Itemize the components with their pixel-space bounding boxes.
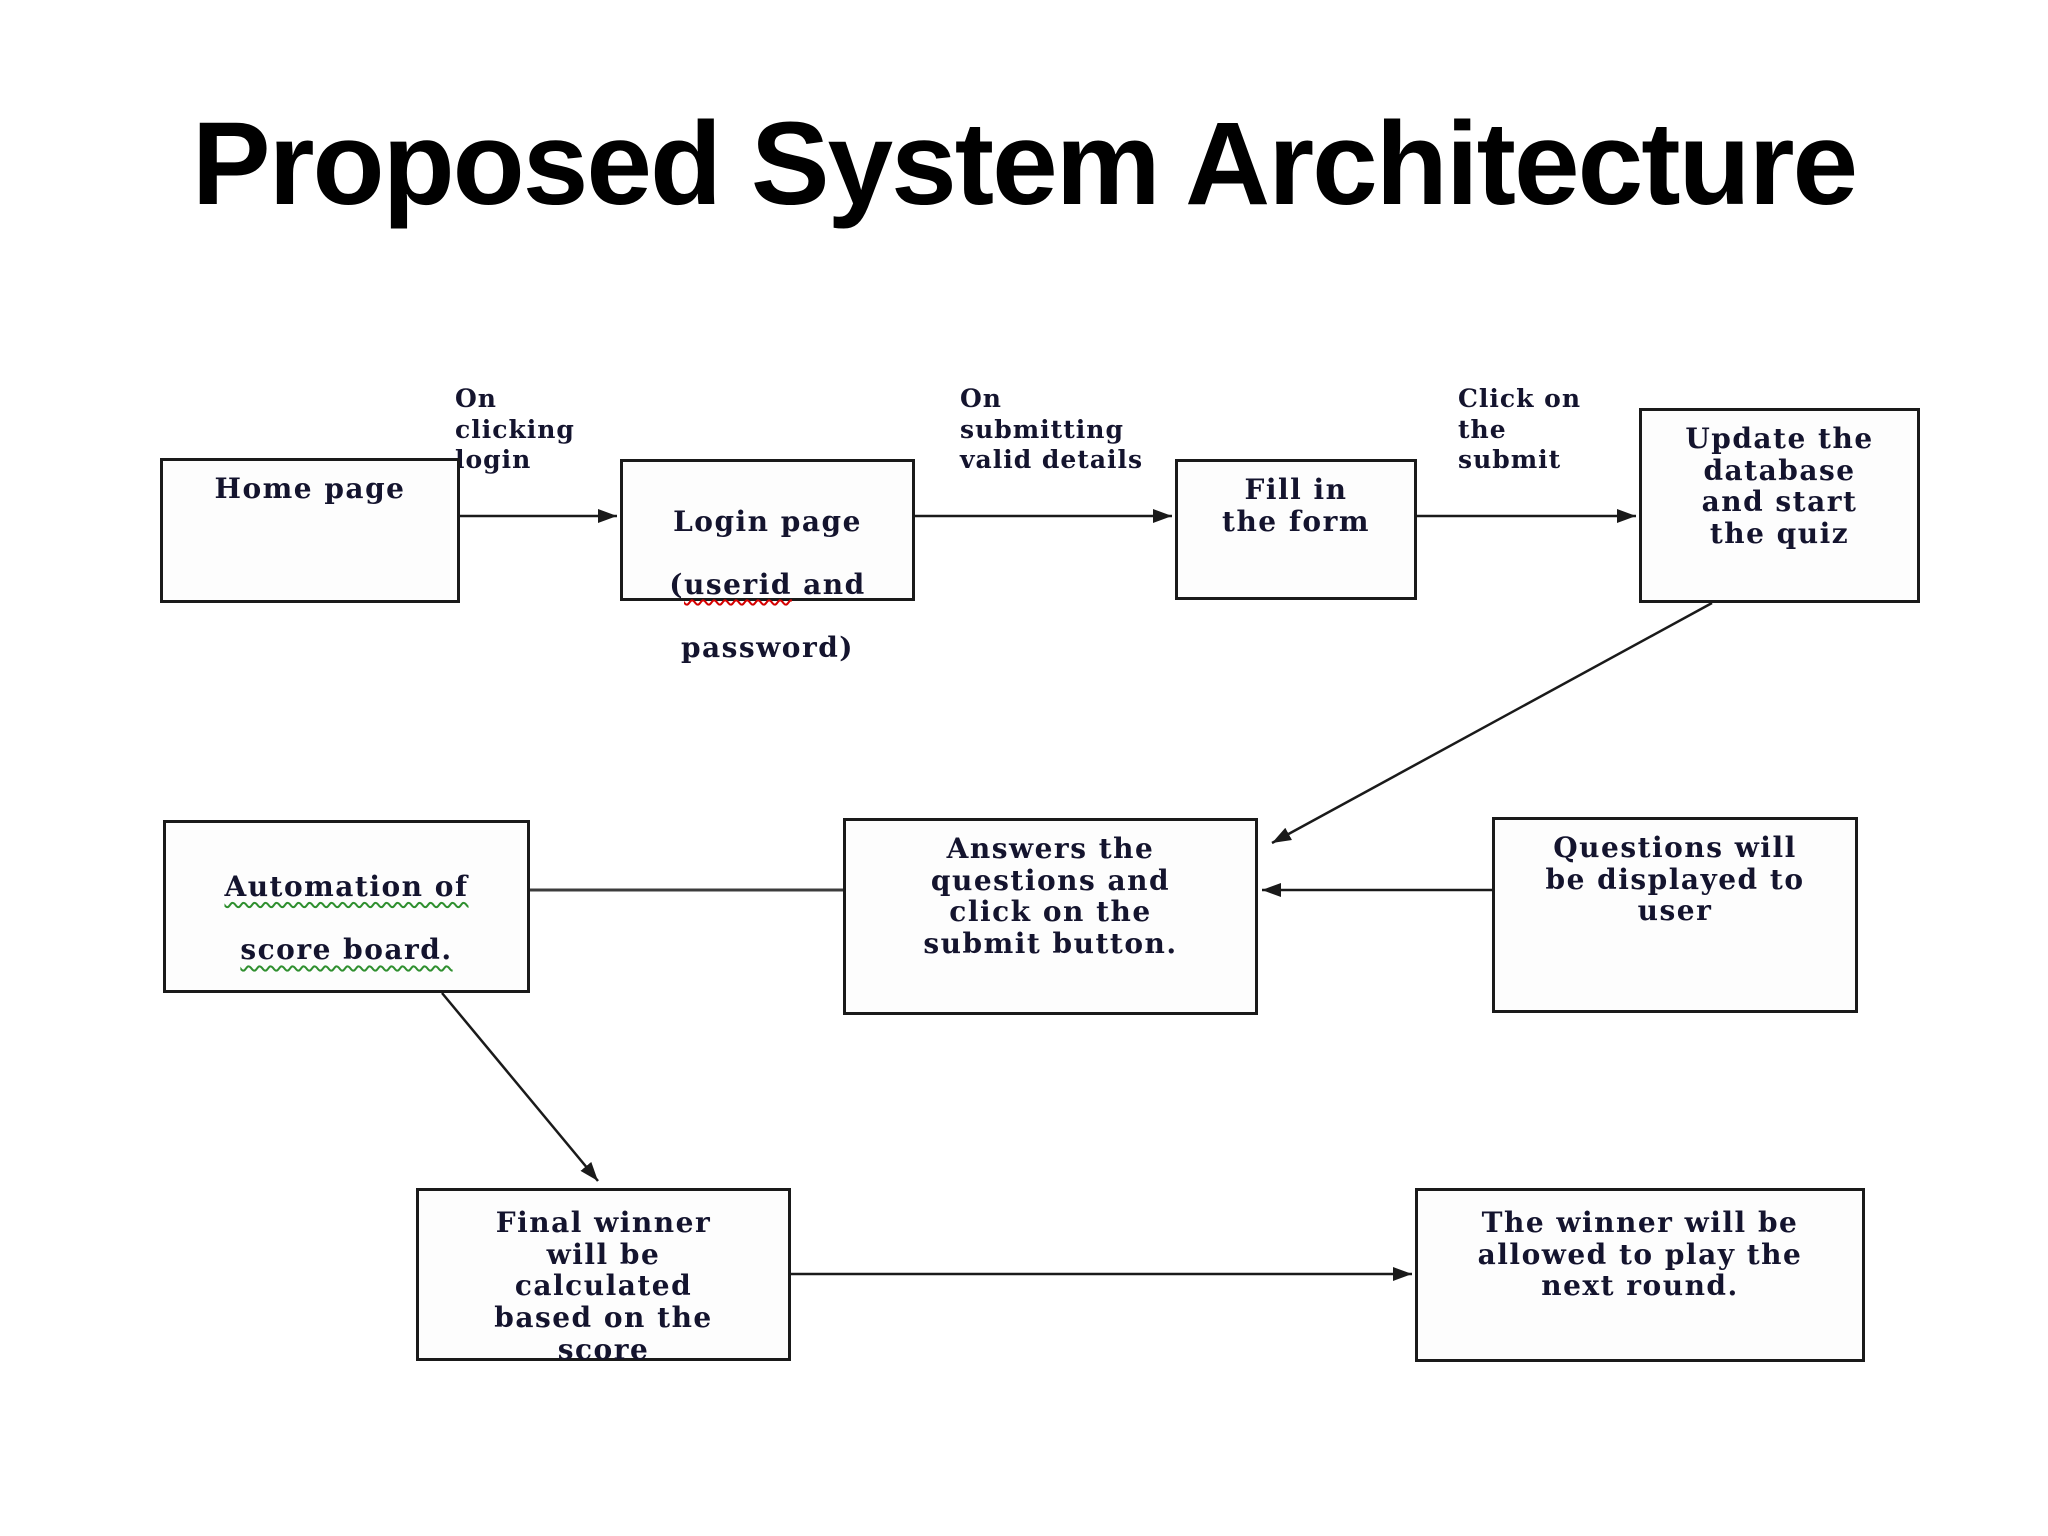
login-line-3: password) xyxy=(680,631,855,665)
node-fill-in-form-label: Fill in the form xyxy=(1222,473,1370,538)
login-and: and xyxy=(791,567,866,601)
edge-label-on-clicking-login: On clicking login xyxy=(455,384,575,474)
node-login-page: Login page (userid and password) xyxy=(620,459,915,663)
login-userid-misspelling: userid xyxy=(684,567,792,601)
node-final-winner-label: Final winner will be calculated based on… xyxy=(494,1206,713,1366)
edge-label-click-on-the-submit: Click on the submit xyxy=(1458,384,1581,474)
login-paren: ( xyxy=(669,567,684,601)
node-winner-next-round: The winner will be allowed to play the n… xyxy=(1415,1188,1865,1362)
node-final-winner: Final winner will be calculated based on… xyxy=(416,1188,791,1365)
node-update-database-label: Update the database and start the quiz xyxy=(1685,422,1874,550)
login-line-2: (userid and xyxy=(623,569,912,601)
node-update-database: Update the database and start the quiz xyxy=(1639,408,1920,603)
page-title: Proposed System Architecture xyxy=(191,98,1858,230)
login-line-1: Login page xyxy=(673,504,862,538)
node-winner-next-round-label: The winner will be allowed to play the n… xyxy=(1477,1206,1803,1303)
node-home-page-label: Home page xyxy=(214,472,406,505)
arrow-update-to-answers xyxy=(1271,601,1713,845)
node-answers-questions: Answers the questions and click on the s… xyxy=(843,818,1258,1015)
automation-line-1: Automation of xyxy=(166,869,527,903)
automation-grammar-squiggle-2: score board. xyxy=(240,932,453,966)
node-automation-scoreboard-label: Automation of score board. xyxy=(166,823,527,997)
node-home-page: Home page xyxy=(160,458,460,603)
node-login-page-label: Login page (userid and password) xyxy=(623,462,912,695)
automation-grammar-squiggle-1: Automation of xyxy=(224,869,469,903)
node-fill-in-form: Fill in the form xyxy=(1175,459,1417,600)
arrow-automation-to-final xyxy=(441,992,599,1182)
edge-label-on-submitting-valid-details: On submitting valid details xyxy=(960,384,1144,474)
node-answers-questions-label: Answers the questions and click on the s… xyxy=(923,832,1178,960)
node-automation-scoreboard: Automation of score board. xyxy=(163,820,530,993)
automation-line-2: score board. xyxy=(166,934,527,966)
node-questions-displayed-label: Questions will be displayed to user xyxy=(1545,831,1805,928)
node-questions-displayed: Questions will be displayed to user xyxy=(1492,817,1858,1013)
